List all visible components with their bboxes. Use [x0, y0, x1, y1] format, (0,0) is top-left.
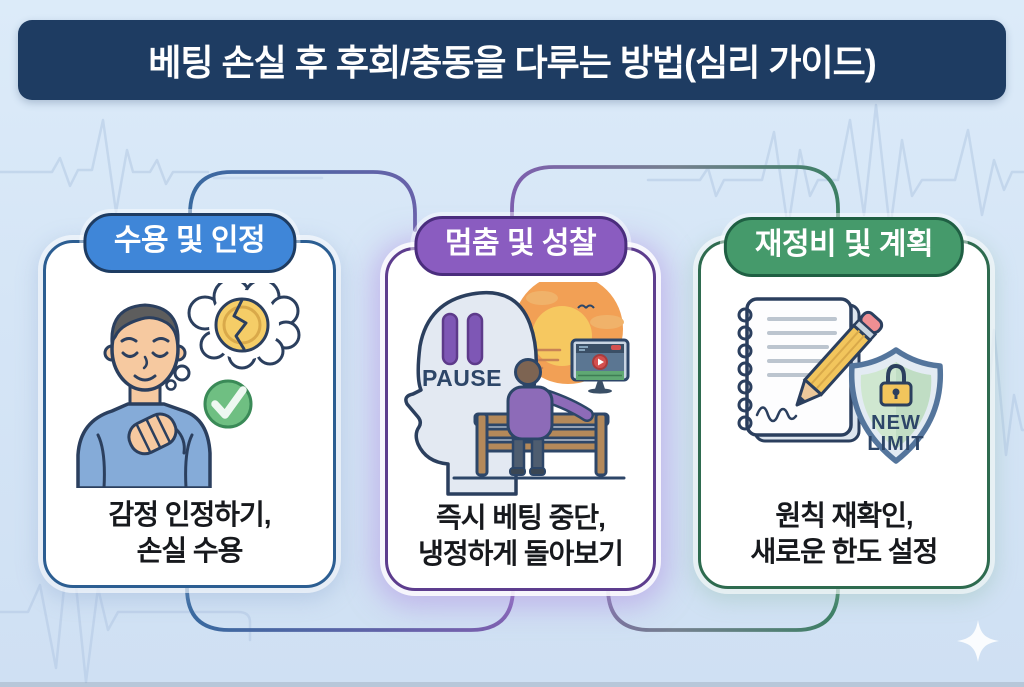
- caption-line: 냉정하게 돌아보기: [418, 538, 624, 569]
- card-replan: 재정비 및 계획: [698, 217, 990, 589]
- card-caption: 감정 인정하기, 손실 수용: [46, 497, 333, 569]
- video-monitor-icon: [570, 338, 630, 394]
- caption-line: 감정 인정하기,: [108, 499, 271, 530]
- pencil-icon: [795, 310, 884, 407]
- badge-replan: 재정비 및 계획: [723, 217, 965, 277]
- pause-label: PAUSE: [422, 365, 502, 391]
- card-pause-reflect: 멈춤 및 성찰: [385, 216, 656, 591]
- ecg-waveform-decoration: [646, 103, 1024, 232]
- hand-on-chest: [127, 412, 178, 456]
- pause-reflect-illustration: PAUSE: [404, 282, 630, 496]
- caption-line: 새로운 한도 설정: [750, 536, 939, 567]
- bottom-edge-strip: [0, 682, 1024, 687]
- bird-icon: [577, 304, 595, 309]
- shield-label-new: NEW: [871, 412, 921, 434]
- badge-pause-reflect: 멈춤 및 성찰: [413, 216, 628, 276]
- notebook-icon: [737, 297, 861, 443]
- shield-label-limit: LIMIT: [867, 433, 924, 455]
- sparkle-icon: [957, 620, 999, 662]
- checkmark-icon: [203, 379, 253, 429]
- seated-person-icon: [506, 358, 594, 476]
- shield-lock-icon: NEW LIMIT: [848, 347, 944, 464]
- acceptance-illustration: [76, 283, 301, 488]
- title-banner: 베팅 손실 후 후회/충동을 다루는 방법(심리 가이드): [18, 20, 1006, 100]
- card-caption: 즉시 베팅 중단, 냉정하게 돌아보기: [388, 500, 653, 572]
- replan-illustration: NEW LIMIT: [737, 297, 944, 464]
- page-title: 베팅 손실 후 후회/충동을 다루는 방법(심리 가이드): [148, 42, 876, 83]
- card-caption: 원칙 재확인, 새로운 한도 설정: [701, 498, 987, 570]
- badge-acceptance: 수용 및 인정: [82, 213, 297, 273]
- ecg-waveform-decoration: [0, 118, 210, 214]
- broken-coin-icon: [214, 297, 270, 353]
- person-hand-on-chest-illustration: [76, 303, 212, 488]
- caption-line: 즉시 베팅 중단,: [436, 502, 606, 533]
- caption-line: 원칙 재확인,: [775, 500, 913, 531]
- lock-icon: [879, 363, 913, 407]
- card-acceptance: 수용 및 인정: [43, 213, 336, 588]
- caption-line: 손실 수용: [136, 535, 244, 566]
- signature-scribble: [755, 406, 798, 423]
